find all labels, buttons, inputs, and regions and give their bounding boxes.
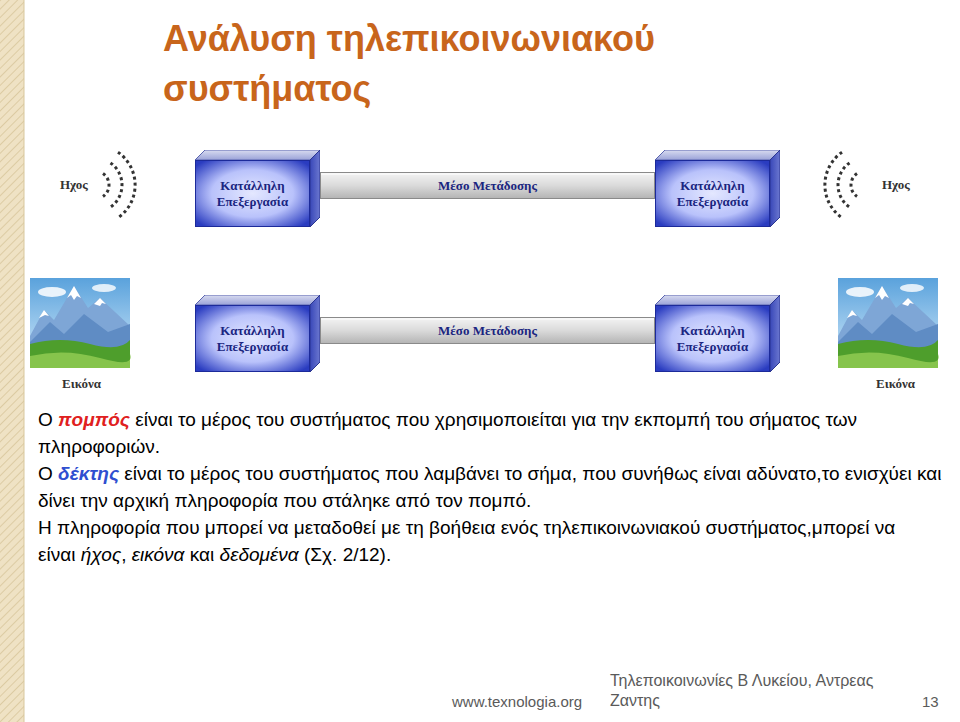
box-top xyxy=(655,150,780,160)
box-top xyxy=(655,295,780,305)
node-face: Μέσο Μετάδοσης xyxy=(324,172,651,199)
box-side xyxy=(310,150,320,227)
node-face: Κατάλληλη Επεξεργασία xyxy=(199,309,306,368)
emphasis: ήχος xyxy=(81,544,121,565)
paragraph: Οπομπόςείναι το μέρος του συστήματος που… xyxy=(38,406,943,460)
bar-highlight xyxy=(321,319,654,320)
body-phrase: είναι το μέρος του συστήματος που χρησιμ… xyxy=(38,409,857,457)
bar-body xyxy=(321,318,655,344)
transmission-medium: Μέσο Μετάδοσης xyxy=(320,317,655,344)
body-phrase: Ο xyxy=(38,463,53,484)
body-phrase: , xyxy=(121,544,126,565)
transmission-medium: Μέσο Μετάδοσης xyxy=(320,172,655,199)
node-label: Κατάλληλη Επεξεργασία xyxy=(199,323,306,355)
signal-label: Ηχος xyxy=(60,177,88,193)
slide-title: Ανάλυση τηλεπικοινωνιακού συστήματος xyxy=(163,14,803,114)
box-front xyxy=(656,161,770,227)
body-phrase: (Σχ. 2/12). xyxy=(304,544,391,565)
signal-label: Ηχος xyxy=(882,177,910,193)
landscape-icon xyxy=(838,278,939,368)
box-front xyxy=(196,161,310,227)
node-label: Κατάλληλη Επεξεργασία xyxy=(659,178,766,210)
page-number: 13 xyxy=(922,692,939,712)
box-side xyxy=(770,295,780,372)
processing-box: Κατάλληλη Επεξεργασία xyxy=(655,150,780,227)
emphasis: δεδομένα xyxy=(220,544,299,565)
box-top xyxy=(195,150,320,160)
key-term: πομπός xyxy=(58,409,130,430)
node-label: Κατάλληλη Επεξεργασία xyxy=(199,178,306,210)
paragraph: Οδέκτηςείναι το μέρος του συστήματος που… xyxy=(38,460,943,514)
node-label: Μέσο Μετάδοσης xyxy=(438,323,537,339)
node-face: Κατάλληλη Επεξεργασία xyxy=(659,309,766,368)
processing-box: Κατάλληλη Επεξεργασία xyxy=(195,295,320,372)
body-phrase: και xyxy=(190,544,214,565)
box-side xyxy=(770,150,780,227)
strip-edge xyxy=(24,0,25,722)
node-face: Κατάλληλη Επεξεργασία xyxy=(659,164,766,223)
box-side xyxy=(310,295,320,372)
node-label: Κατάλληλη Επεξεργασία xyxy=(659,323,766,355)
paragraph: Η πληροφορία που μπορεί να μεταδοθεί με … xyxy=(38,514,943,568)
footer-text: www.texnologia.org xyxy=(452,692,582,712)
body-text: Οπομπόςείναι το μέρος του συστήματος που… xyxy=(38,406,943,568)
landscape-icon xyxy=(30,278,131,368)
box-front xyxy=(196,306,310,372)
signal-label: Εικόνα xyxy=(876,376,915,392)
key-term: δέκτης xyxy=(58,463,119,484)
emphasis: εικόνα xyxy=(132,544,185,565)
box-top xyxy=(195,295,320,305)
bar-body xyxy=(321,173,655,199)
node-label: Μέσο Μετάδοσης xyxy=(438,178,537,194)
processing-box: Κατάλληλη Επεξεργασία xyxy=(655,295,780,372)
node-face: Μέσο Μετάδοσης xyxy=(324,317,651,344)
footer-text: Τηλεποικοινωνίες Β Λυκείου, Αντρεας Ζαντ… xyxy=(610,671,902,711)
body-phrase: είναι το μέρος του συστήματος που λαμβάν… xyxy=(38,463,941,511)
node-face: Κατάλληλη Επεξεργασία xyxy=(199,164,306,223)
bar-highlight xyxy=(321,174,654,175)
processing-box: Κατάλληλη Επεξεργασία xyxy=(195,150,320,227)
side-strip xyxy=(0,0,24,722)
box-front xyxy=(656,306,770,372)
signal-label: Εικόνα xyxy=(62,376,101,392)
body-phrase: Ο xyxy=(38,409,53,430)
